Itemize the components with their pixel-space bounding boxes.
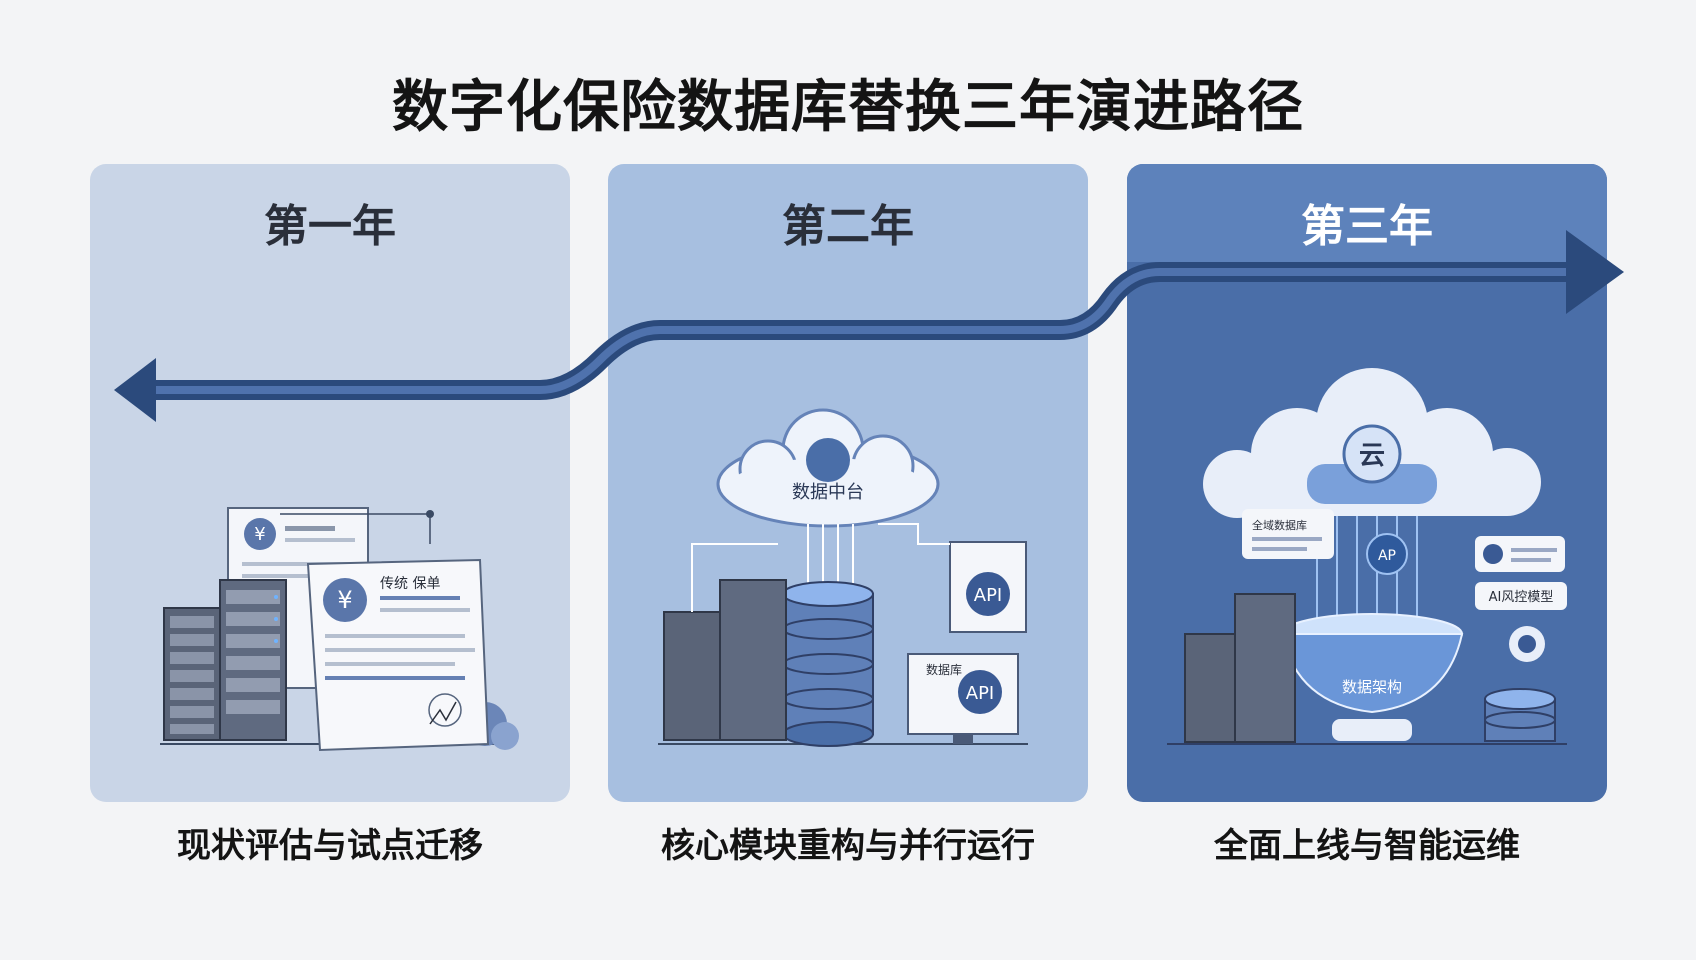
- cloud-label: 云: [1359, 441, 1385, 471]
- document-label: 传统 保单: [380, 576, 440, 592]
- stage-year-label: 第二年: [782, 201, 914, 252]
- api-orb-icon: [1366, 533, 1408, 575]
- signature-seal-icon: [428, 693, 462, 727]
- svg-text:API: API: [966, 683, 994, 704]
- monitor-label: 数据库: [926, 662, 962, 677]
- stage-caption-year-1: 现状评估与试点迁移: [177, 826, 483, 866]
- db-card-label: 全域数据库: [1252, 518, 1307, 532]
- database-icon: [1484, 688, 1556, 742]
- data-architecture-bowl-icon: 数据架构: [1280, 613, 1464, 741]
- cloud-label: 数据中台: [792, 482, 864, 503]
- bowl-label: 数据架构: [1342, 678, 1402, 696]
- server-rack-icon: [719, 579, 787, 741]
- legacy-server-rack-icon: [163, 607, 221, 741]
- database-card-icon: 全域数据库: [1242, 509, 1334, 559]
- intelligent-ops-illustration: 云 AP 数据架构 全域数据库 AI风: [1167, 368, 1567, 745]
- stage-caption-year-2: 核心模块重构与并行运行: [661, 826, 1035, 866]
- stage-panel-year-1: 第一年 ¥ ¥ 传统 保单: [90, 164, 570, 802]
- legacy-policy-document-icon: ¥ 传统 保单: [306, 558, 490, 752]
- data-platform-illustration: 数据中台 API 数据库 API: [658, 408, 1028, 747]
- server-rack-icon: [1234, 593, 1296, 743]
- ai-risk-model-card: AI风控模型: [1475, 582, 1567, 610]
- server-rack-icon: [1184, 633, 1236, 743]
- ai-model-label: AI风控模型: [1489, 590, 1554, 605]
- legacy-servers-illustration: ¥ ¥ 传统 保单: [160, 507, 519, 752]
- cloud-icon: 数据中台: [716, 408, 940, 528]
- api-card-icon: API: [949, 541, 1027, 633]
- stage-year-label: 第一年: [264, 201, 396, 252]
- stage-panel-year-2: 第二年 数据中台: [608, 164, 1088, 802]
- svg-text:¥: ¥: [254, 524, 265, 545]
- database-stack-icon: [782, 581, 874, 747]
- svg-text:AP: AP: [1378, 548, 1396, 564]
- database-monitor-icon: 数据库 API: [907, 653, 1019, 744]
- server-rack-icon: [663, 611, 721, 741]
- cloud-icon: 云: [1203, 368, 1541, 518]
- page-title: 数字化保险数据库替换三年演进路径: [392, 75, 1304, 140]
- stage-caption-year-3: 全面上线与智能运维: [1214, 826, 1520, 866]
- info-card-icon: [1475, 536, 1565, 572]
- api-label: API: [974, 585, 1002, 606]
- stage-panel-year-3: 第三年 云 AP 数据架构: [1127, 164, 1607, 802]
- svg-text:¥: ¥: [337, 586, 352, 614]
- stage-year-label: 第三年: [1301, 201, 1433, 252]
- legacy-server-rack-icon: [219, 579, 287, 741]
